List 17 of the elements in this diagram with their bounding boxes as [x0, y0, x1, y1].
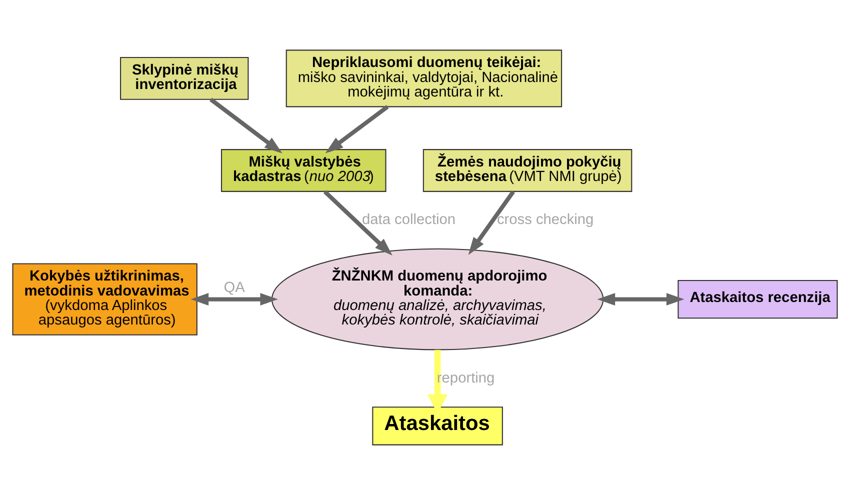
arrow [325, 105, 389, 154]
node-box: Nepriklausomi duomenų teikėjai: miško savininkai, valdytojai, Nacionalinė mokėjimų agentūra ir kt. [286, 50, 562, 108]
arrow [323, 190, 392, 256]
node-box: Kokybės užtikrinimas, metodinis vadovavimas (vykdoma Aplinkos apsaugos agentūros) [12, 263, 198, 336]
arrow [468, 190, 515, 255]
node-box: Ataskaitos recenzija [678, 280, 838, 319]
arrow [190, 293, 278, 306]
node-ellipse: ŽNŽNKM duomenų apdorojimo komanda: duomenų analizė, archyvavimas, kokybės kontrolė, skaičiavimai [271, 248, 604, 350]
node-box: Miškų valstybės kadastras (nuo 2003) [220, 149, 386, 192]
node-box: Sklypinė miškų inventorizacija [120, 56, 249, 100]
arrow [597, 293, 684, 306]
edge-label: data collection [362, 212, 456, 228]
edge-label: cross checking [496, 212, 594, 228]
node-box: Ataskaitos [372, 406, 503, 446]
arrow [210, 98, 282, 154]
edge-label: QA [224, 280, 245, 296]
node-box: Žemės naudojimo pokyčių stebėsena (VMT NMI grupė) [422, 149, 632, 192]
